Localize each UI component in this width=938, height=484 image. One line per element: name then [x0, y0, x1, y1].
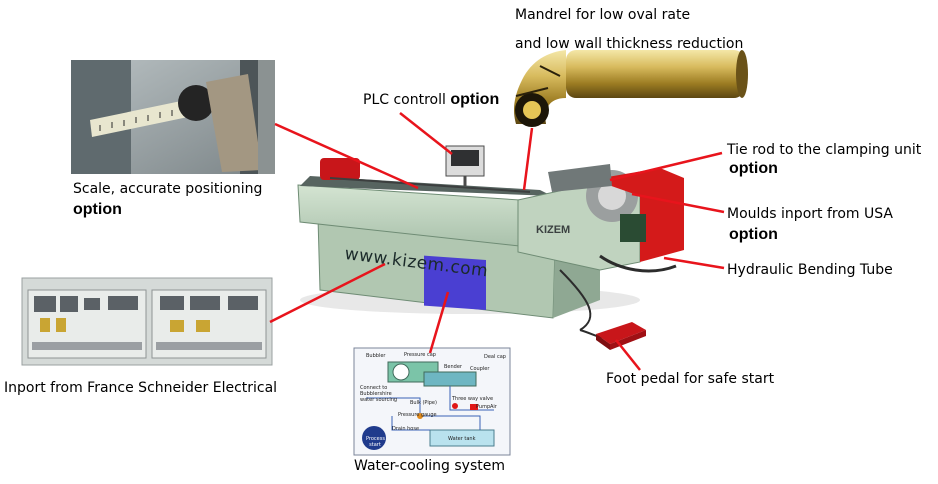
label-electrical: Inport from France Schneider Electrical [4, 380, 278, 396]
leader-hydraulic [663, 256, 725, 270]
label-scale-option: option [73, 201, 122, 218]
bending-machine [297, 145, 684, 339]
cooling-label-drain-hose: Drain hose [392, 426, 420, 432]
mandrel-image [514, 50, 748, 127]
leader-lines [269, 112, 725, 371]
cooling-label-pressure-cap: Pressure cap [404, 352, 436, 358]
label-plc: PLC controll option [363, 91, 499, 109]
cooling-label-water-source: water sourcing [360, 397, 398, 403]
leader-pedal [615, 339, 641, 371]
cooling-label-pressure-gauge: Pressure gauge [398, 412, 437, 418]
cooling-label-coupler: Coupler [470, 366, 490, 372]
scale-photo [71, 60, 275, 174]
label-pedal: Foot pedal for safe start [606, 371, 775, 387]
leader-scale [274, 122, 419, 190]
label-plc-option: option [450, 91, 500, 108]
cooling-label-three-way: Three way valve [452, 396, 494, 402]
cooling-label-process-start: Process start [366, 436, 385, 448]
leader-plc [399, 112, 453, 155]
cooling-label-dead-cap: Deal cap [484, 354, 506, 360]
cooling-label-water-tank: Water tank [448, 436, 476, 442]
leader-electrical [269, 262, 386, 324]
label-plc-text: PLC controll [363, 92, 446, 108]
label-moulds-text: Moulds inport from USA [727, 206, 893, 222]
label-moulds-option: option [729, 226, 778, 243]
label-tierod-text: Tie rod to the clamping unit [727, 142, 922, 158]
label-mandrel-line2: and low wall thickness reduction [515, 36, 744, 52]
cooling-label-air: Air [490, 404, 497, 410]
cooling-label-bender: Bender [444, 364, 462, 370]
cooling-label-bubbler: Bubbler [366, 353, 386, 359]
label-scale-text: Scale, accurate positioning [73, 181, 263, 197]
label-hydraulic: Hydraulic Bending Tube [727, 262, 893, 278]
cooling-label-connect: Connect to [360, 385, 388, 391]
machine-logo: KIZEM [536, 224, 571, 236]
cooling-label-bulk: Bulk (Pipe) [410, 400, 437, 406]
label-tierod-option: option [729, 160, 778, 177]
label-mandrel-line1: Mandrel for low oval rate [515, 7, 691, 23]
label-cooling: Water-cooling system [354, 458, 505, 474]
cooling-diagram [353, 347, 511, 456]
leader-cooling [428, 291, 450, 354]
leader-tierod [609, 151, 723, 182]
cooling-label-bubbler-water: Bubblershire [360, 391, 392, 397]
leader-moulds [631, 192, 725, 214]
electrical-photo [21, 277, 273, 366]
leader-mandrel [522, 127, 534, 191]
cooling-label-pump: Pump [476, 404, 491, 410]
